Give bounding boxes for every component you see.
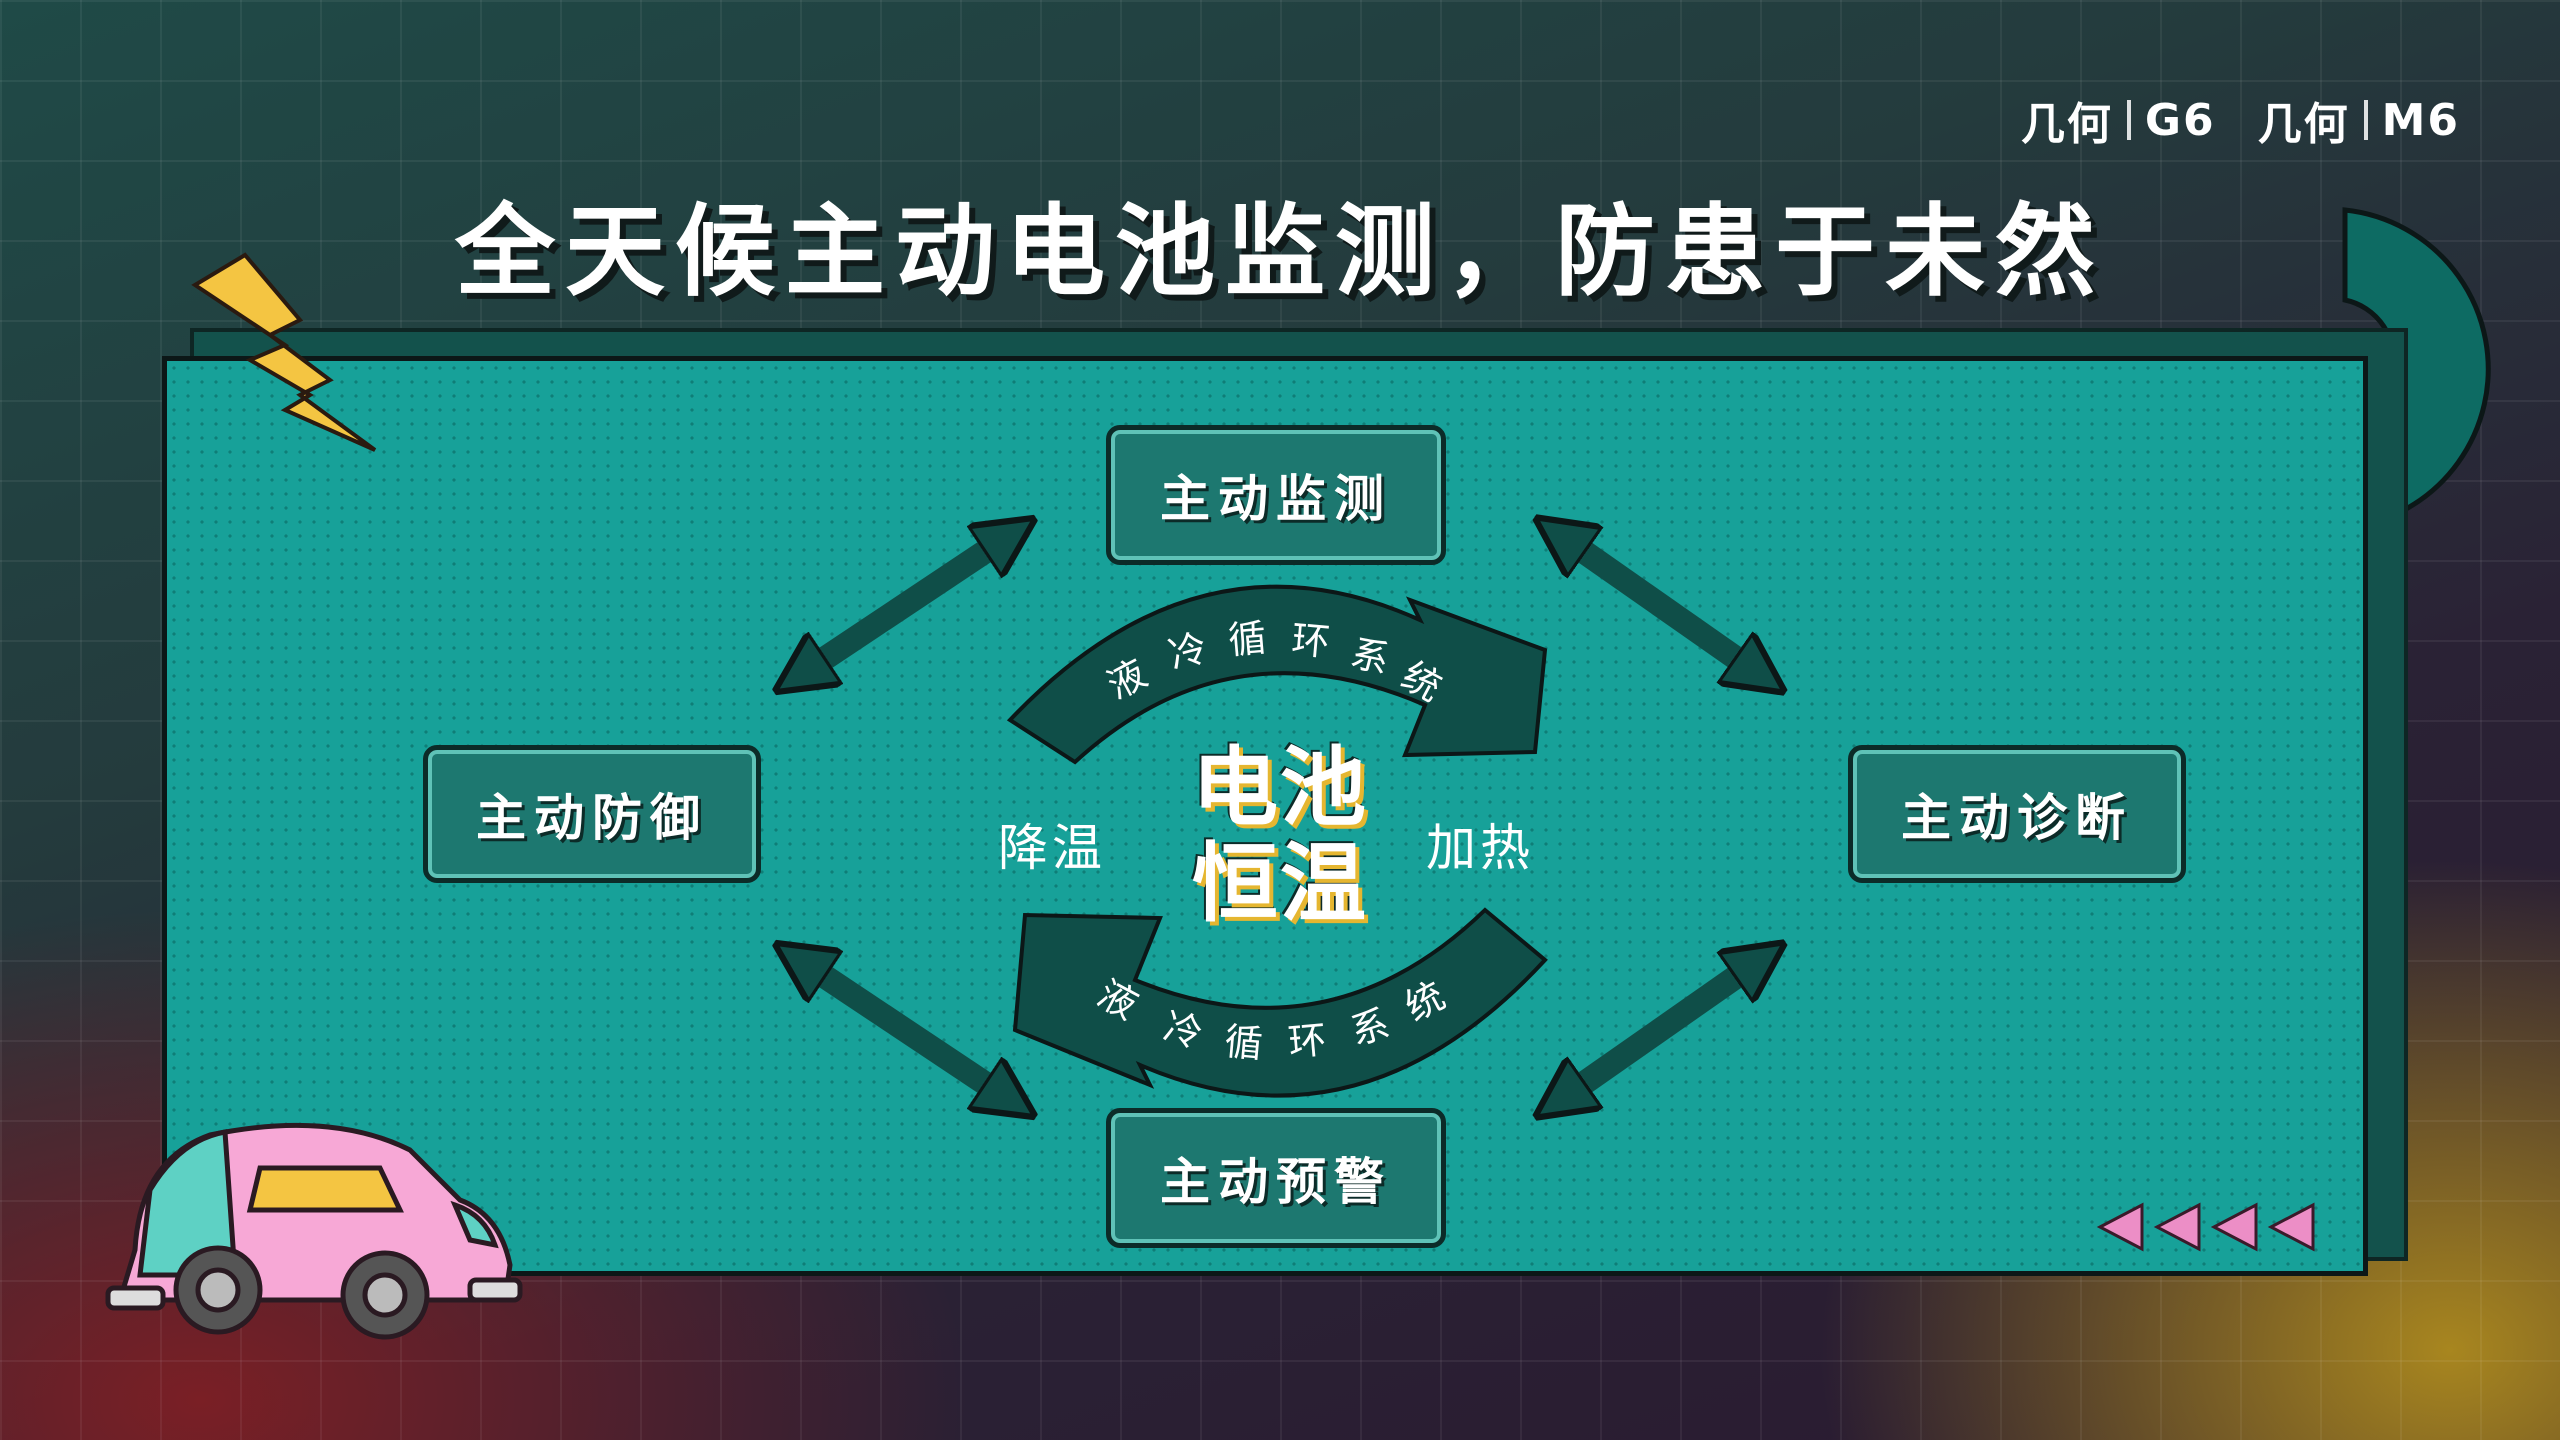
car-illustration: [105, 1122, 523, 1340]
arc-arrow-bottom: [1012, 907, 1548, 1098]
triangle-arrows-icon: [2096, 1202, 2315, 1252]
center-title-line2: 恒温: [1192, 834, 1368, 934]
arrow-bottom-right: [1560, 960, 1760, 1100]
arc-char: 环: [1289, 617, 1336, 665]
arrow-top-right: [1560, 535, 1760, 675]
page-title: 全天候主动电池监测，防患于未然: [455, 193, 2105, 310]
box-active-monitoring: 主动监测: [1106, 425, 1446, 565]
arc-char: 循: [1222, 1019, 1269, 1067]
center-title: 电池 恒温: [1180, 740, 1380, 932]
brand-divider: [2363, 100, 2368, 140]
box-active-warning: 主动预警: [1106, 1108, 1446, 1248]
brand-divider: [2126, 100, 2131, 140]
brand-model-right: M6: [2381, 94, 2460, 146]
brand-name-left: 几何: [2020, 99, 2113, 150]
label-heating: 加热: [1426, 819, 1534, 877]
brand-model-left: G6: [2144, 94, 2216, 146]
brand-name-right: 几何: [2257, 99, 2350, 150]
arrow-bottom-left: [800, 960, 1010, 1100]
lightning-icon: [191, 252, 377, 452]
arc-char: 环: [1286, 1017, 1333, 1065]
arc-char: 循: [1226, 615, 1273, 663]
box-active-defense: 主动防御: [423, 745, 761, 883]
arc-arrow-top: [1006, 584, 1548, 765]
center-title-line1: 电池: [1192, 738, 1368, 838]
brand-logo: 几何 G6 几何 M6: [2021, 88, 2460, 152]
label-cooling: 降温: [998, 819, 1106, 877]
box-active-diagnosis: 主动诊断: [1848, 745, 2186, 883]
arrow-top-left: [800, 535, 1010, 675]
